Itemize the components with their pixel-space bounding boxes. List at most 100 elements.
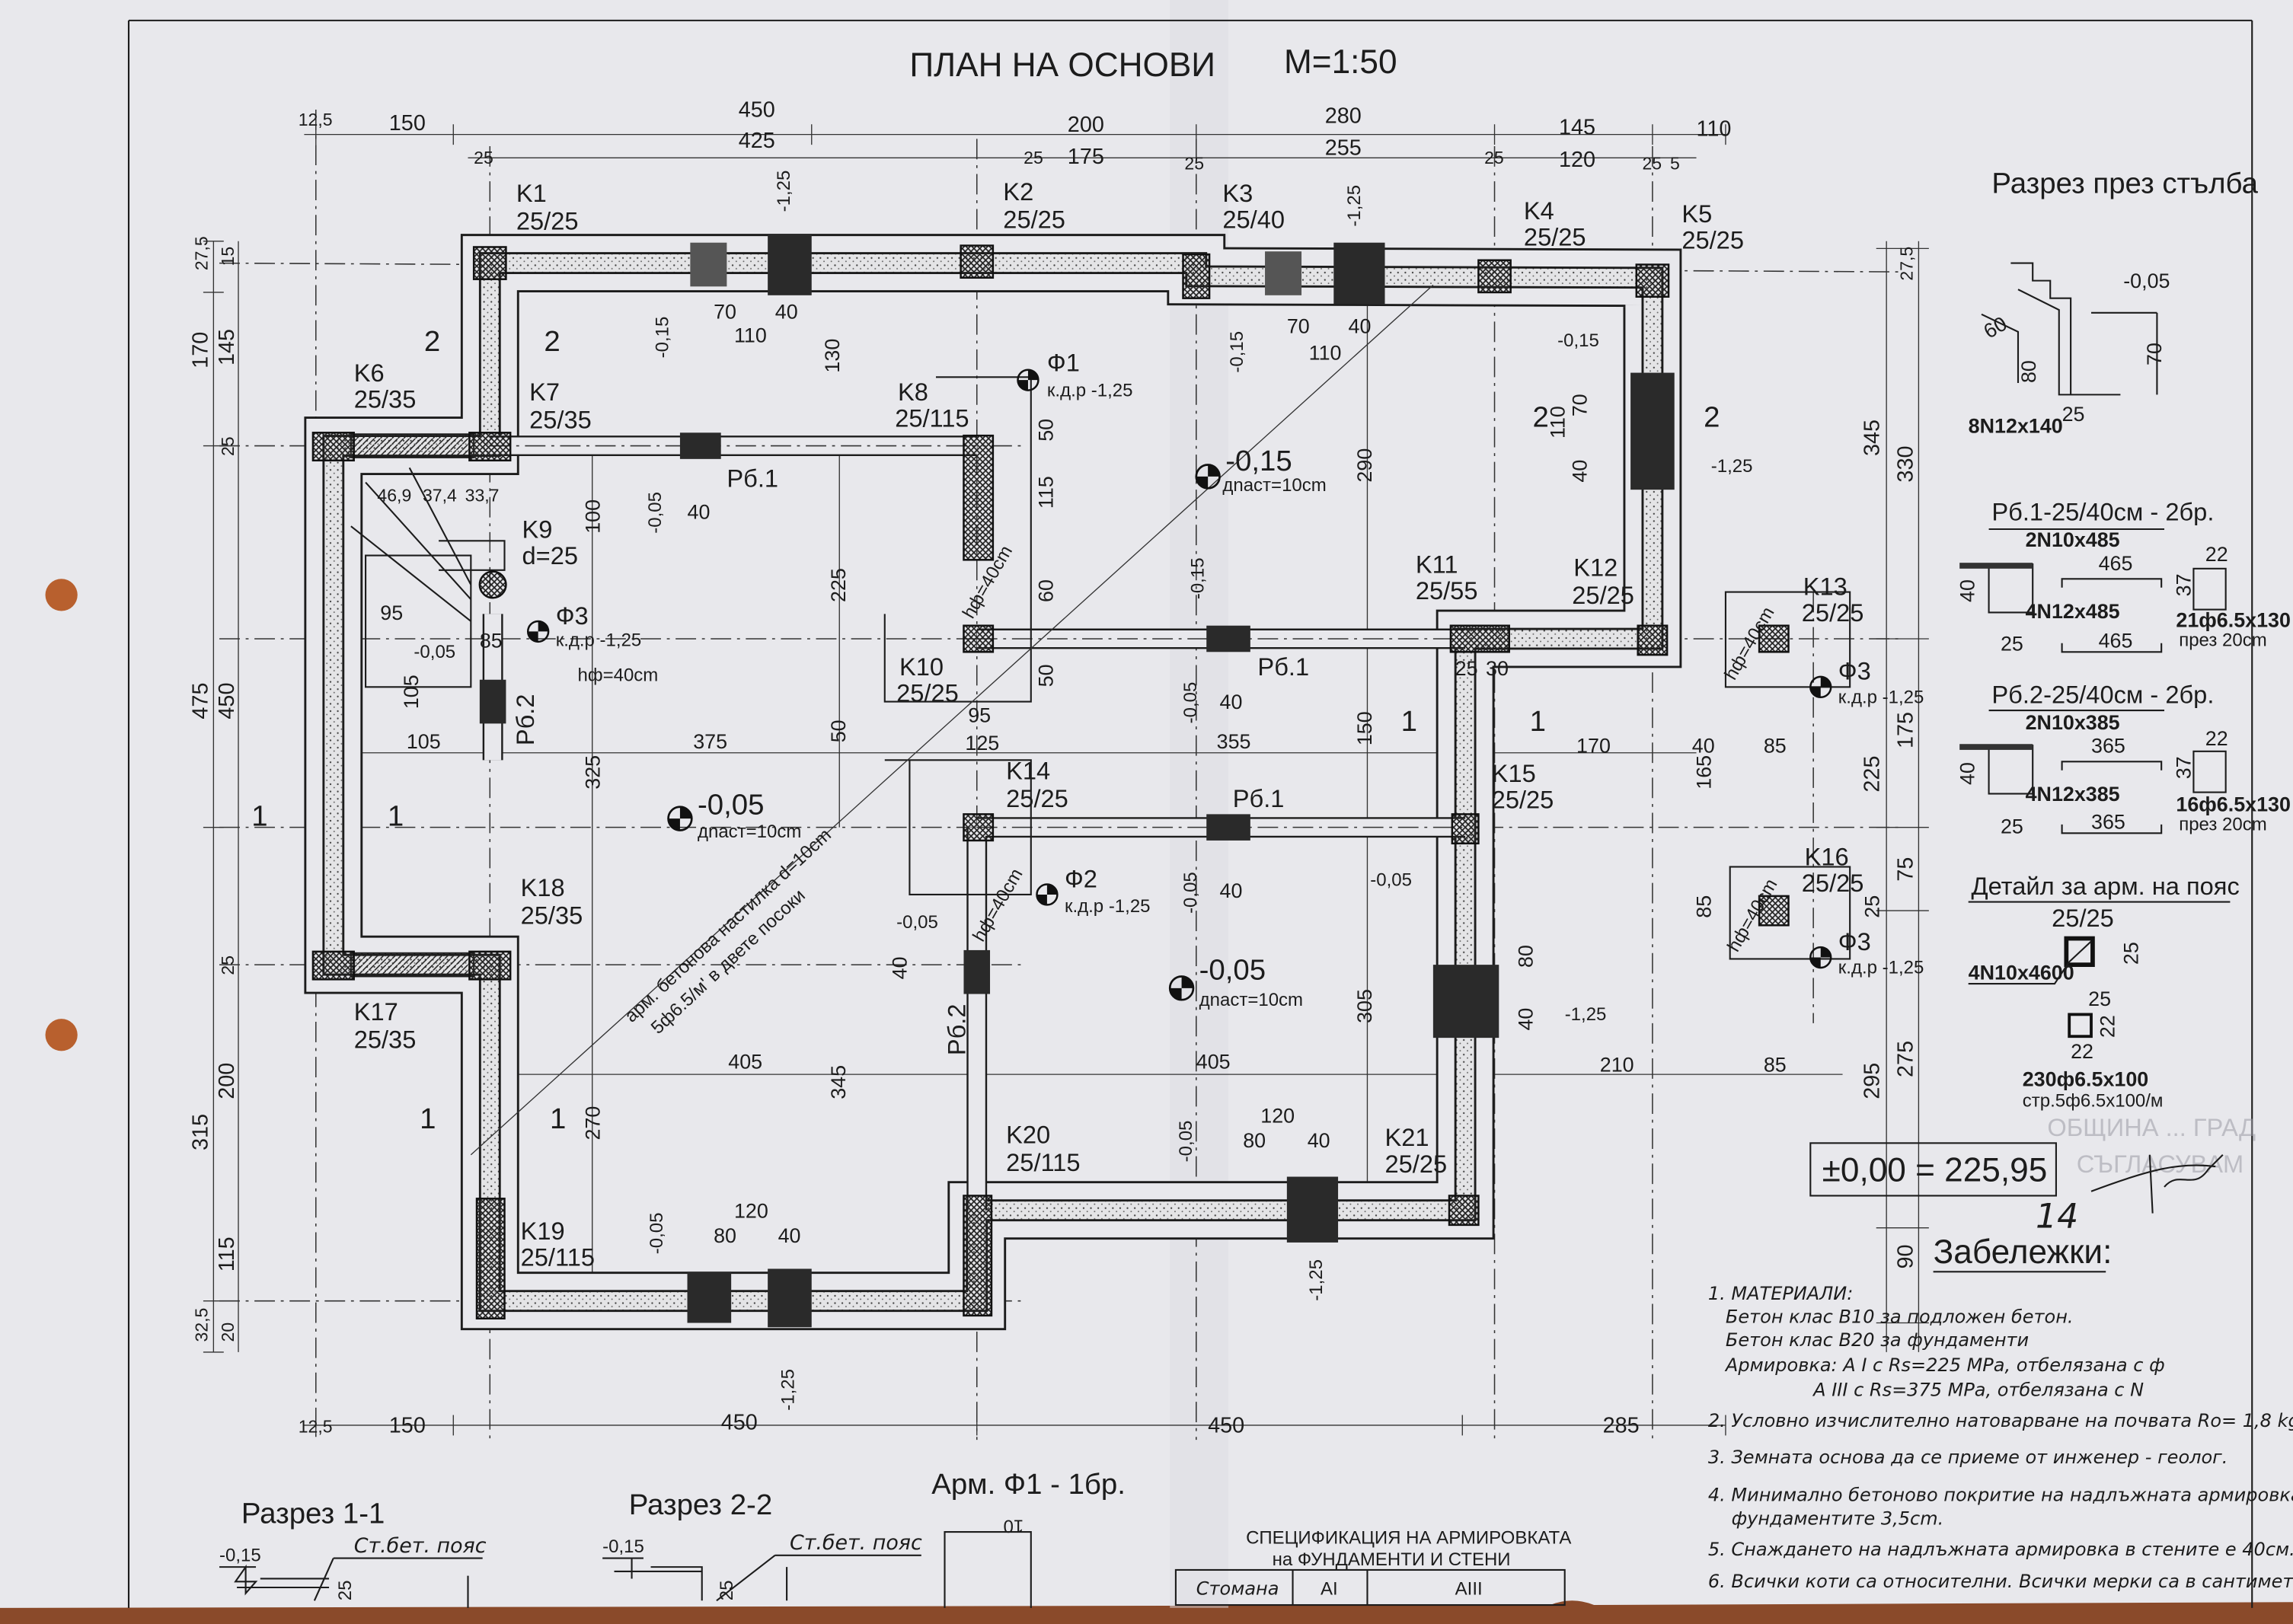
dimension-label: 100 bbox=[581, 499, 604, 534]
note-line: 6. Всички коти са относителни. Всички ме… bbox=[1708, 1571, 2293, 1592]
section-mark: 1 bbox=[1530, 705, 1546, 738]
column-id: K11 bbox=[1416, 550, 1458, 579]
dimension-label: 20 bbox=[218, 1322, 238, 1342]
dimension-label: 170 bbox=[189, 332, 213, 369]
side-dimensions: 27,5 170 475 315 32,5 15 145 25 450 25 2… bbox=[189, 236, 1918, 1342]
dimension-label: 5 bbox=[1670, 154, 1680, 174]
section-mark: 1 bbox=[1401, 705, 1417, 738]
belt-label: Ст.бет. пояс bbox=[790, 1531, 922, 1555]
dimension-label: 110 bbox=[1697, 117, 1732, 142]
column-size: 25/35 bbox=[354, 385, 417, 413]
stair-dim: 25 bbox=[2062, 403, 2085, 426]
elevation-note: дnаст=10cm bbox=[698, 822, 801, 842]
dimension-label: 25 bbox=[1642, 154, 1662, 174]
beam-label: Рб.1 bbox=[1257, 652, 1309, 681]
column-k12 bbox=[1637, 624, 1669, 656]
dimension-label: 70 bbox=[714, 301, 736, 324]
footing-label: Ф2 bbox=[1065, 864, 1097, 892]
notes: Забележки: 1. МАТЕРИАЛИ: Бетон клас B10 … bbox=[1708, 1233, 2293, 1592]
rb2-length: 365 bbox=[2091, 735, 2125, 758]
dimension-label: 25 bbox=[1184, 154, 1204, 174]
dimension-label: 90 bbox=[1894, 1244, 1918, 1268]
punch-hole bbox=[45, 1019, 78, 1051]
dimension-label: 450 bbox=[739, 98, 775, 123]
spec-subtitle: на ФУНДАМЕНТИ И СТЕНИ bbox=[1273, 1549, 1511, 1570]
dimension-label: 60 bbox=[1035, 579, 1058, 602]
note-line: Бетон клас B20 за фундаменти bbox=[1726, 1329, 2029, 1351]
column-k18 bbox=[468, 950, 512, 981]
dimension-label: 25 bbox=[1455, 657, 1478, 680]
dimension-label: 50 bbox=[1035, 664, 1058, 687]
elevation-label: -1,25 bbox=[1344, 185, 1365, 227]
footing-level: к.д.р -1,25 bbox=[556, 630, 642, 651]
column-k10 bbox=[963, 624, 995, 653]
elevation-label: -0,05 bbox=[1180, 682, 1201, 724]
column-size: 25/25 bbox=[1802, 869, 1864, 897]
column-k4 bbox=[1477, 259, 1512, 294]
column-size: 25/25 bbox=[1802, 598, 1864, 627]
elevation-label: -1,25 bbox=[1711, 456, 1753, 477]
dimension-label: 25 bbox=[218, 436, 238, 456]
dimension-label: 115 bbox=[1035, 476, 1058, 509]
dimension-label: 115 bbox=[215, 1236, 239, 1271]
dimension-label: 30 bbox=[1486, 657, 1509, 680]
dimension-label: 145 bbox=[215, 329, 239, 365]
dimension-label: 33,7 bbox=[465, 486, 500, 506]
dimension-label: 75 bbox=[1894, 857, 1918, 882]
column-size: 25/25 bbox=[1006, 784, 1068, 812]
spec-header: Стомана bbox=[1196, 1578, 1279, 1600]
dimension-label: 32,5 bbox=[192, 1308, 212, 1342]
column-id: K6 bbox=[354, 359, 385, 387]
spec-header: AIII bbox=[1455, 1579, 1483, 1600]
column-size: 25/35 bbox=[354, 1026, 417, 1054]
column-k9 bbox=[478, 570, 507, 599]
dimension-label: 200 bbox=[215, 1063, 239, 1099]
stirrup-dim: 22 bbox=[2205, 543, 2228, 566]
interior-dimensions: 375 355 405 405 210 105 170 40 85 125 95… bbox=[377, 301, 1883, 1247]
dimension-label: 40 bbox=[688, 501, 711, 524]
dimension-label: 475 bbox=[189, 683, 213, 719]
note-line: 3. Земната основа да се приеме от инжене… bbox=[1708, 1447, 2228, 1468]
beam-label: Рб.1 bbox=[727, 464, 778, 492]
dimension-label: 125 bbox=[965, 732, 999, 755]
column-k1 bbox=[472, 246, 507, 280]
beam-label: Рб.1 bbox=[1233, 784, 1285, 812]
dimension-label: 290 bbox=[1353, 448, 1376, 483]
dimension-label: 355 bbox=[1217, 730, 1251, 753]
dimension-label: 40 bbox=[1308, 1129, 1330, 1152]
dimension-label: 150 bbox=[389, 111, 426, 136]
stirrup-dim: 37 bbox=[2173, 573, 2196, 596]
column-id: K18 bbox=[521, 873, 565, 901]
dimension-label: 80 bbox=[1514, 945, 1537, 968]
belt-size: 25/25 bbox=[2052, 904, 2114, 932]
dimension-label: 315 bbox=[189, 1114, 213, 1150]
column-id: K2 bbox=[1003, 177, 1033, 206]
dimension-label: 105 bbox=[400, 675, 423, 709]
section-dim: 40 bbox=[1956, 579, 1978, 602]
column-id: K19 bbox=[521, 1217, 565, 1245]
elevation-label: -0,05 bbox=[645, 492, 666, 534]
stamp-text: ОБЩИНА ... ГРАД bbox=[2047, 1113, 2256, 1141]
dimension-label: 270 bbox=[581, 1106, 604, 1141]
dimension-label: 40 bbox=[1514, 1008, 1537, 1031]
elevation-note: дnаст=10cm bbox=[1199, 990, 1303, 1010]
dimension-label: 95 bbox=[968, 704, 991, 726]
section-mark: 1 bbox=[550, 1102, 566, 1135]
dimension-label: 150 bbox=[1353, 711, 1376, 745]
arm-f1-dim: 10 bbox=[1003, 1516, 1024, 1536]
stair-bar-label: 8N12x140 bbox=[1969, 414, 2063, 437]
plan-title: ПЛАН НА ОСНОВИ bbox=[909, 46, 1215, 84]
elevation-label: -0,05 bbox=[896, 912, 938, 933]
column-k2 bbox=[960, 244, 995, 279]
elevation-label: -0,05 bbox=[647, 1213, 667, 1255]
dimension-label: 225 bbox=[1860, 756, 1885, 793]
rb2-length: 365 bbox=[2091, 811, 2125, 834]
dimension-label: 450 bbox=[721, 1411, 758, 1435]
dimension-label: 40 bbox=[1692, 735, 1715, 758]
elevation-label: -1,25 bbox=[1306, 1259, 1327, 1301]
column-size: 25/25 bbox=[896, 679, 959, 707]
column-id: K10 bbox=[899, 652, 944, 681]
column-k3 bbox=[1182, 253, 1211, 299]
dimension-label: 80 bbox=[714, 1224, 736, 1247]
